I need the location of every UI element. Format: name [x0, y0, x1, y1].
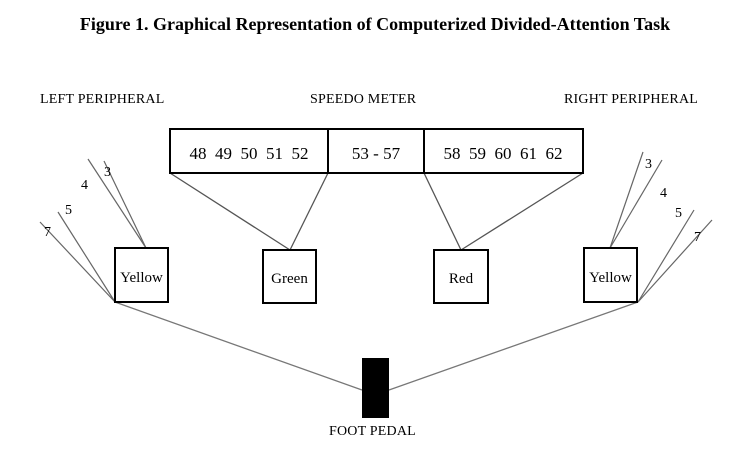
figure-title: Figure 1. Graphical Representation of Co…: [79, 14, 671, 34]
signal-boxes: Yellow Green Red Yellow: [114, 247, 638, 304]
right-peripheral-label: RIGHT PERIPHERAL: [564, 92, 699, 107]
left-ray-number: 3: [104, 165, 111, 180]
speed-range-target: 53 - 57: [352, 144, 401, 163]
ray-line: [87, 158, 147, 249]
right-ray-number: 3: [645, 157, 652, 172]
speedometer: 48 49 50 51 52 53 - 57 58 59 60 61 62: [169, 128, 584, 174]
connector-line: [423, 172, 462, 251]
ray-line: [609, 151, 644, 249]
left-ray-number: 7: [44, 225, 51, 240]
right-yellow-box: [583, 247, 638, 303]
foot-pedal-connectors: [114, 301, 639, 391]
left-yellow-label: Yellow: [120, 270, 163, 286]
foot-pedal-label: FOOT PEDAL: [329, 424, 416, 439]
speed-range-low: 48 49 50 51 52: [190, 144, 309, 163]
connector-line: [289, 172, 329, 251]
connector-line: [169, 172, 291, 251]
right-yellow-label: Yellow: [589, 270, 632, 286]
red-label: Red: [449, 271, 474, 287]
speedometer-label: SPEEDO METER: [310, 92, 417, 107]
ray-line: [609, 159, 663, 249]
ray-line: [103, 160, 147, 249]
left-ray-number: 5: [65, 203, 72, 218]
ray-line: [57, 211, 116, 303]
connector-line: [460, 172, 584, 251]
right-ray-numbers: 3 4 5 7: [645, 157, 701, 245]
green-label: Green: [271, 271, 308, 287]
left-ray-number: 4: [81, 178, 88, 193]
left-ray-numbers: 3 4 5 7: [44, 165, 111, 240]
green-box: [262, 249, 317, 304]
foot-pedal: [362, 358, 389, 418]
right-ray-number: 7: [694, 230, 701, 245]
left-yellow-box: [114, 247, 169, 303]
ray-line: [637, 219, 713, 303]
connector-line: [388, 301, 639, 391]
speed-range-high: 58 59 60 61 62: [444, 144, 563, 163]
right-ray-number: 5: [675, 206, 682, 221]
speedometer-connectors: [169, 172, 584, 251]
connector-line: [114, 301, 363, 391]
ray-line: [39, 221, 116, 303]
speedometer-frame: [169, 128, 584, 174]
red-box: [433, 249, 489, 304]
ray-line: [637, 209, 695, 303]
right-ray-number: 4: [660, 186, 667, 201]
left-peripheral-label: LEFT PERIPHERAL: [40, 92, 165, 107]
